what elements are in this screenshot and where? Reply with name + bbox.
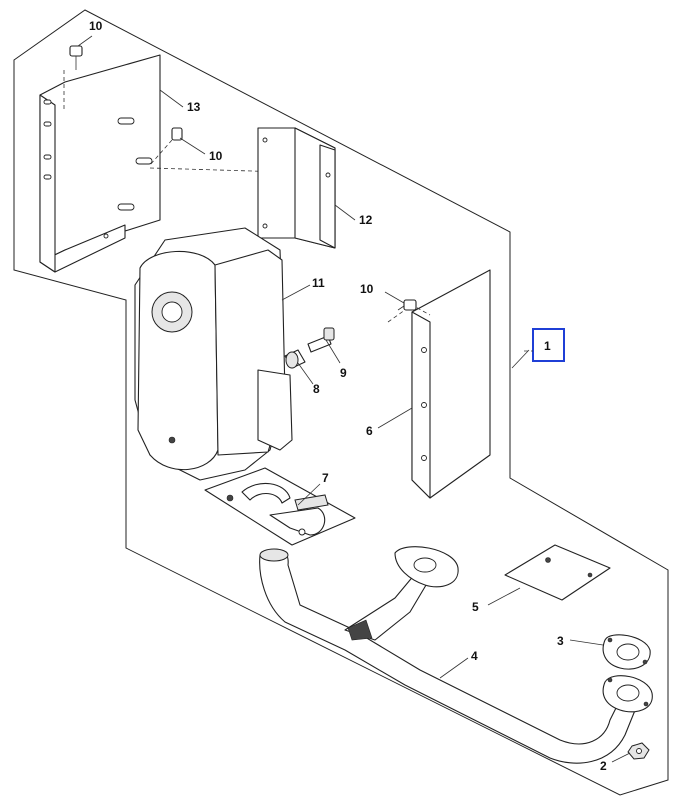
part-6-heat-shield[interactable] — [387, 269, 491, 499]
part-8-spacer[interactable] — [284, 349, 306, 369]
callout-1: 1 — [544, 339, 551, 353]
callout-2: 2 — [600, 759, 607, 773]
part-5-gasket[interactable] — [504, 544, 611, 601]
pipe-flange-lower[interactable] — [602, 675, 653, 713]
callout-10-middle: 10 — [209, 149, 223, 163]
callout-12: 12 — [359, 213, 373, 227]
callout-10-right: 10 — [360, 282, 374, 296]
callout-7: 7 — [322, 471, 329, 485]
callout-4: 4 — [471, 649, 478, 663]
part-10-bolt-right[interactable] — [397, 299, 417, 311]
callout-1-highlighted[interactable]: 1 — [524, 328, 565, 362]
part-3-flange-gasket[interactable] — [602, 634, 651, 670]
part-2-nut[interactable] — [627, 742, 650, 760]
callout-3: 3 — [557, 634, 564, 648]
callout-10-top: 10 — [89, 19, 103, 33]
part-9-bolt[interactable] — [307, 327, 335, 353]
part-11-muffler[interactable] — [134, 227, 293, 481]
callout-6: 6 — [366, 424, 373, 438]
part-12-shield[interactable] — [257, 127, 336, 249]
callout-5: 5 — [472, 600, 479, 614]
callout-9: 9 — [340, 366, 347, 380]
part-13-bracket[interactable] — [39, 54, 161, 273]
callout-13: 13 — [187, 100, 201, 114]
leader-lines — [77, 35, 631, 763]
callout-8: 8 — [313, 382, 320, 396]
part-7-clamp-kit[interactable] — [204, 467, 356, 546]
assembly-outline — [13, 9, 669, 796]
callout-11: 11 — [312, 276, 325, 290]
part-10-bolt-top[interactable] — [63, 45, 83, 110]
